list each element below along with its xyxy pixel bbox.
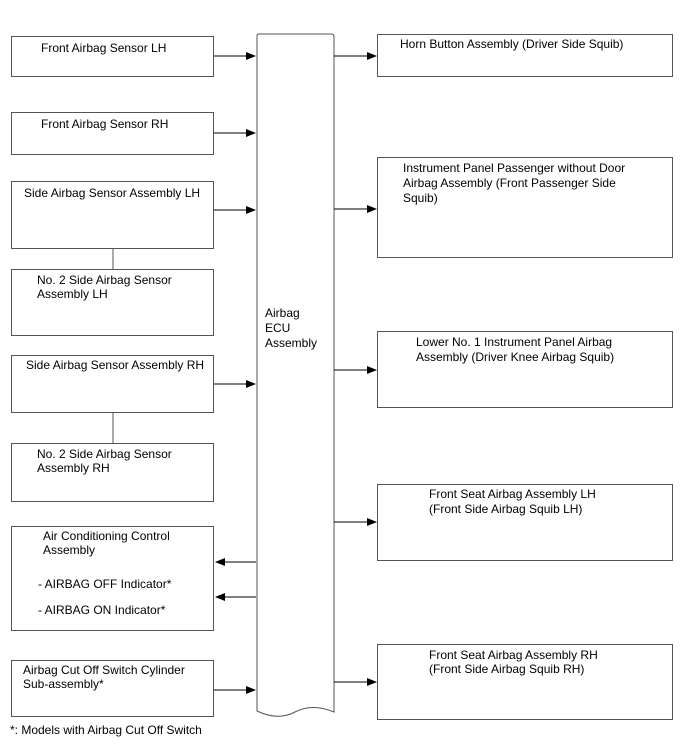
passenger-airbag-label-3: Squib)	[403, 191, 438, 205]
cut-off-switch-label-2: Sub-assembly*	[23, 677, 104, 691]
air-conditioning-label-1: Air Conditioning Control	[43, 529, 170, 543]
no2-side-airbag-sensor-rh-label-2: Assembly RH	[37, 461, 110, 475]
front-airbag-sensor-rh-box: Front Airbag Sensor RH	[11, 112, 214, 155]
no2-side-airbag-sensor-lh-label-2: Assembly LH	[37, 287, 108, 301]
no2-side-airbag-sensor-rh-box: No. 2 Side Airbag Sensor Assembly RH	[11, 443, 214, 502]
front-seat-airbag-rh-label-2: (Front Side Airbag Squib RH)	[429, 662, 585, 676]
footnote: *: Models with Airbag Cut Off Switch	[10, 723, 202, 737]
knee-airbag-label-2: Assembly (Driver Knee Airbag Squib)	[416, 350, 615, 364]
front-seat-airbag-lh-box: Front Seat Airbag Assembly LH (Front Sid…	[377, 484, 673, 561]
passenger-airbag-box: Instrument Panel Passenger without Door …	[377, 157, 673, 258]
side-airbag-sensor-rh-label: Side Airbag Sensor Assembly RH	[26, 358, 205, 372]
no2-side-airbag-sensor-lh-label-1: No. 2 Side Airbag Sensor	[37, 273, 172, 287]
side-airbag-sensor-rh-box: Side Airbag Sensor Assembly RH	[11, 355, 214, 413]
side-airbag-sensor-lh-label: Side Airbag Sensor Assembly LH	[24, 186, 201, 200]
air-conditioning-label-2: Assembly	[43, 543, 96, 557]
front-seat-airbag-lh-label-1: Front Seat Airbag Assembly LH	[429, 487, 596, 501]
front-seat-airbag-rh-label-1: Front Seat Airbag Assembly RH	[429, 648, 598, 662]
ecu-outline	[256, 33, 335, 717]
cut-off-switch-label-1: Airbag Cut Off Switch Cylinder	[23, 663, 185, 677]
knee-airbag-label-1: Lower No. 1 Instrument Panel Airbag	[416, 335, 613, 349]
cut-off-switch-box: Airbag Cut Off Switch Cylinder Sub-assem…	[11, 660, 214, 717]
airbag-off-indicator-label: - AIRBAG OFF Indicator*	[38, 577, 172, 591]
air-conditioning-control-box: Air Conditioning Control Assembly - AIRB…	[11, 526, 214, 631]
passenger-airbag-label-2: Airbag Assembly (Front Passenger Side	[403, 176, 616, 190]
no2-side-airbag-sensor-rh-label-1: No. 2 Side Airbag Sensor	[37, 447, 172, 461]
ecu-label-2: ECU	[265, 321, 291, 335]
side-airbag-sensor-lh-box: Side Airbag Sensor Assembly LH	[11, 181, 214, 249]
horn-button-box: Horn Button Assembly (Driver Side Squib)	[377, 34, 673, 77]
front-seat-airbag-lh-label-2: (Front Side Airbag Squib LH)	[429, 502, 583, 516]
no2-side-airbag-sensor-lh-box: No. 2 Side Airbag Sensor Assembly LH	[11, 269, 214, 336]
horn-button-label: Horn Button Assembly (Driver Side Squib)	[400, 37, 624, 51]
front-seat-airbag-rh-box: Front Seat Airbag Assembly RH (Front Sid…	[377, 644, 673, 720]
passenger-airbag-label-1: Instrument Panel Passenger without Door	[403, 161, 626, 175]
ecu-label-3: Assembly	[265, 336, 318, 350]
knee-airbag-box: Lower No. 1 Instrument Panel Airbag Asse…	[377, 331, 673, 408]
front-airbag-sensor-rh-label: Front Airbag Sensor RH	[41, 117, 169, 131]
front-airbag-sensor-lh-box: Front Airbag Sensor LH	[11, 36, 214, 77]
ecu-label-1: Airbag	[265, 306, 300, 320]
front-airbag-sensor-lh-label: Front Airbag Sensor LH	[41, 41, 167, 55]
airbag-on-indicator-label: - AIRBAG ON Indicator*	[38, 603, 166, 617]
